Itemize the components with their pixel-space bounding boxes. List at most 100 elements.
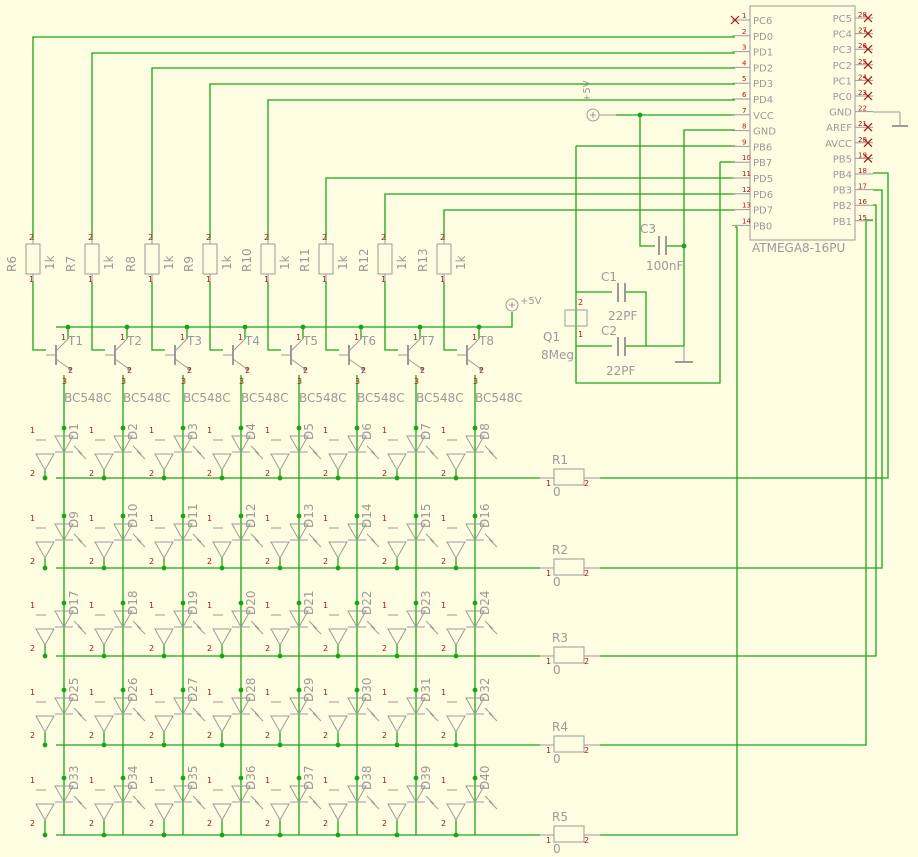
- pin-number: 2: [148, 233, 153, 242]
- led-name: D19: [186, 590, 200, 615]
- mcu-pin-name: PC6: [753, 16, 772, 27]
- no-connect-mark: [863, 44, 873, 54]
- transistor-name: T4: [244, 334, 260, 348]
- pin-number: 2: [323, 469, 328, 478]
- led-name: D15: [419, 503, 433, 528]
- mcu-pin-number: 13: [742, 202, 751, 210]
- led-triangle: [173, 523, 193, 542]
- junction-dot: [42, 653, 48, 659]
- junction-dot: [180, 600, 186, 606]
- pin-number: 1: [354, 333, 359, 342]
- pin-number: 2: [382, 557, 387, 566]
- junction-dot: [296, 425, 302, 431]
- led-light-arrow: [429, 450, 439, 460]
- mcu-pin-name: PB5: [833, 154, 852, 165]
- led-side-triangle: [154, 628, 174, 647]
- led-name: D20: [244, 590, 258, 615]
- pin-number: 1: [30, 514, 35, 523]
- transistor-collector: [466, 338, 480, 352]
- led-light-arrow: [312, 800, 322, 810]
- pin-number: 2: [207, 731, 212, 740]
- transistor-value: BC548C: [299, 391, 347, 405]
- mcu-pin-number: 26: [858, 42, 867, 50]
- led-light-arrow: [488, 538, 498, 548]
- led-side-triangle: [212, 628, 232, 647]
- pin-number: 1: [546, 479, 551, 488]
- led-light-arrow: [73, 795, 83, 805]
- pin-number: 3: [239, 377, 244, 386]
- mcu-pin-name: AREF: [826, 123, 852, 134]
- mcu-pin-number: 2: [742, 28, 746, 36]
- led-name: D11: [186, 503, 200, 528]
- led-triangle: [113, 435, 133, 454]
- pin-number: 1: [89, 688, 94, 697]
- led-side-triangle: [212, 453, 232, 472]
- pin-number: 2: [149, 469, 154, 478]
- base-wire: [32, 282, 46, 351]
- base-wire: [209, 282, 223, 351]
- led-name: D13: [302, 503, 316, 528]
- column-drive-wire: [325, 177, 735, 240]
- pin-number: 2: [265, 469, 270, 478]
- transistor-name: T8: [478, 334, 494, 348]
- pin-number: 2: [206, 233, 211, 242]
- led-triangle: [347, 523, 367, 542]
- mcu-pin-name: PC3: [833, 45, 852, 56]
- pin-number: 2: [584, 746, 589, 755]
- led-side-triangle: [35, 628, 55, 647]
- led-light-arrow: [196, 625, 206, 635]
- led-light-arrow: [192, 445, 202, 455]
- pin-number: 1: [265, 426, 270, 435]
- mcu-pin-number: 27: [858, 27, 867, 35]
- junction-dot: [42, 565, 48, 571]
- mcu-pin-name: PD3: [753, 79, 773, 90]
- no-connect-mark: [863, 153, 873, 163]
- led-name: D6: [360, 423, 374, 440]
- pin-number: 2: [89, 644, 94, 653]
- led-side-triangle: [387, 628, 407, 647]
- led-light-arrow: [250, 795, 260, 805]
- mcu-pin-number: 25: [858, 58, 867, 66]
- transistor-collector: [290, 338, 304, 352]
- mcu-pin-number: 6: [742, 91, 747, 99]
- mcu-pin-name: PD5: [753, 174, 773, 185]
- pin-number: 2: [89, 731, 94, 740]
- led-name: D33: [67, 765, 81, 790]
- pin-number: 2: [381, 233, 386, 242]
- pin-number: 2: [584, 569, 589, 578]
- row-resistor-value: 0: [553, 663, 561, 677]
- mcu-pin-number: 9: [742, 138, 746, 146]
- led-triangle: [289, 435, 309, 454]
- pin-number: 1: [382, 776, 387, 785]
- transistor-name: T6: [360, 334, 376, 348]
- cap-name: C2: [601, 324, 617, 338]
- led-light-arrow: [132, 707, 142, 717]
- transistor-emitter: [174, 358, 190, 370]
- led-side-triangle: [154, 715, 174, 734]
- pin-number: 2: [584, 836, 589, 845]
- junction-dot: [120, 600, 126, 606]
- junction-dot: [180, 687, 186, 693]
- base-resistor-name: R8: [124, 256, 138, 272]
- pin-number: 2: [245, 366, 250, 375]
- mcu-pin-number: 10: [742, 154, 751, 162]
- led-name: D18: [126, 590, 140, 615]
- led-light-arrow: [250, 445, 260, 455]
- led-name: D34: [126, 765, 140, 790]
- row-drive-wire: [600, 189, 883, 569]
- led-light-arrow: [370, 712, 380, 722]
- pin-number: 2: [265, 731, 270, 740]
- led-light-arrow: [254, 712, 264, 722]
- led-light-arrow: [308, 795, 318, 805]
- led-light-arrow: [77, 538, 87, 548]
- base-resistor-value: 1k: [220, 255, 234, 270]
- base-resistor-value: 1k: [278, 255, 292, 270]
- led-side-triangle: [35, 715, 55, 734]
- led-triangle: [113, 785, 133, 804]
- led-light-arrow: [312, 625, 322, 635]
- led-name: D40: [478, 765, 492, 790]
- led-name: D8: [478, 423, 492, 440]
- pin-number: 2: [265, 557, 270, 566]
- pin-number: 2: [441, 644, 446, 653]
- led-name: D30: [360, 677, 374, 702]
